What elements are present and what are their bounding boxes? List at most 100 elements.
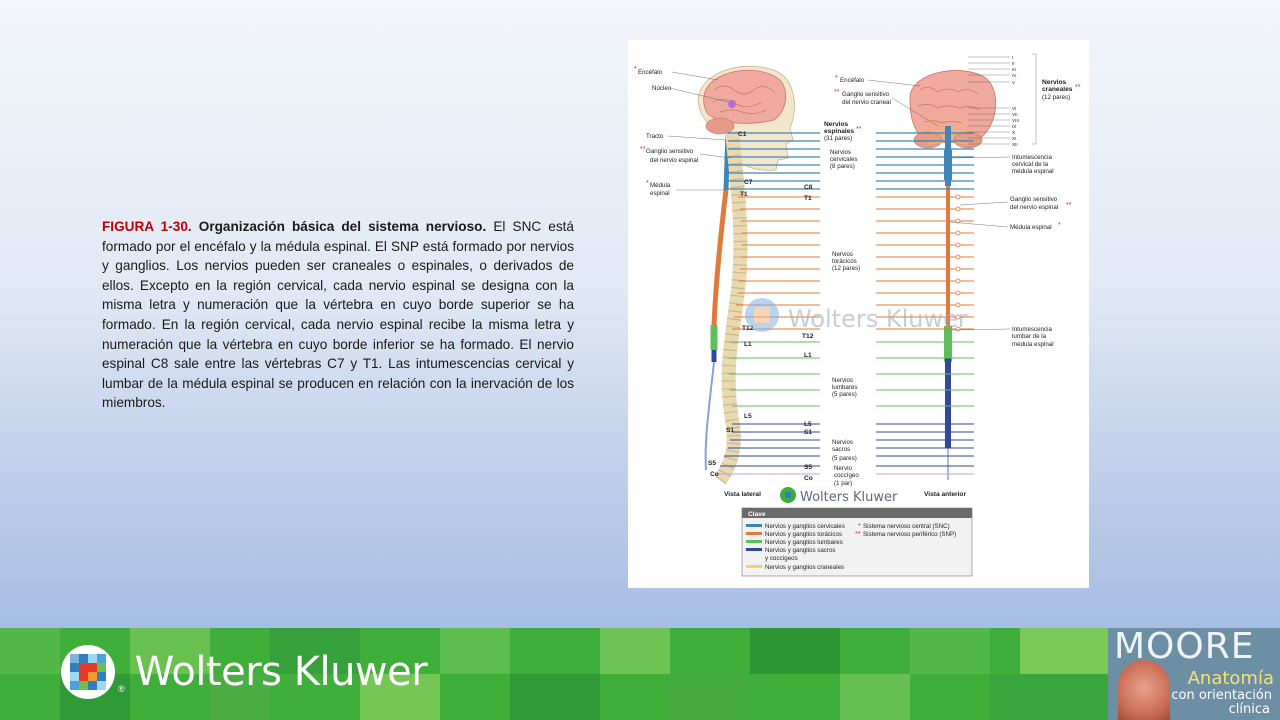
label-espinales-1: Nervios (824, 121, 849, 128)
vert-t12: T12 (742, 325, 754, 332)
vert-c7: C7 (744, 179, 753, 186)
book-subtitle-1: Anatomía (1187, 668, 1274, 689)
label-cervicales-2: cervicales (830, 156, 858, 163)
label-craneales-3: (12 pares) (1042, 94, 1070, 101)
book-subtitle-3: clínica (1228, 702, 1270, 717)
label-int-lumbar-2: lumbar de la (1012, 333, 1047, 340)
caption-body: El SNC está formado por el encéfalo y la… (102, 219, 574, 411)
vert-t12b: T12 (802, 333, 814, 340)
vert-s1: S1 (726, 427, 734, 434)
label-encefalo-left: Encéfalo (638, 69, 663, 76)
vert-t1b: T1 (804, 195, 812, 202)
label-toracicos-3: (12 pares) (832, 265, 860, 272)
vert-co: Co (710, 471, 719, 478)
svg-text:VI: VI (1012, 106, 1016, 111)
svg-text:IX: IX (1012, 124, 1016, 129)
label-lumbares-2: lumbares (832, 384, 857, 391)
svg-text:**: ** (1066, 202, 1072, 209)
svg-text:*: * (835, 75, 838, 82)
label-toracicos-2: torácicos (832, 258, 857, 265)
label-ganglio-espinal-left-2: del nervio espinal (650, 157, 698, 164)
svg-text:Nervios y ganglios lumbares: Nervios y ganglios lumbares (765, 539, 843, 546)
label-ganglio-espinal-right-1: Ganglio sensitivo (1010, 196, 1058, 203)
svg-text:Nervios y ganglios torácicos: Nervios y ganglios torácicos (765, 531, 842, 538)
label-tracto: Tracto (646, 133, 664, 140)
watermark: Wolters Kluwer (745, 298, 968, 333)
svg-text:XII: XII (1012, 142, 1018, 147)
vert-c8: C8 (804, 184, 813, 191)
svg-text:Sistema nervioso central (SNC): Sistema nervioso central (SNC) (863, 523, 950, 530)
vert-s5: S5 (708, 460, 716, 467)
svg-text:Nervios y ganglios craneales: Nervios y ganglios craneales (765, 564, 844, 571)
anterior-nerve-lines (876, 132, 974, 475)
vert-t1: T1 (740, 191, 748, 198)
vert-c1: C1 (738, 131, 747, 138)
svg-text:XI: XI (1012, 136, 1016, 141)
svg-text:Clave: Clave (748, 511, 766, 518)
label-int-lumbar-3: médula espinal (1012, 341, 1054, 348)
svg-text:**: ** (834, 89, 840, 96)
footer-band (0, 628, 1280, 720)
label-espinales-2: espinales (824, 128, 854, 135)
label-medula-left-2: espinal (650, 190, 670, 197)
svg-text:VII: VII (1012, 112, 1018, 117)
svg-text:**: ** (856, 126, 862, 133)
vert-l1b: L1 (804, 352, 812, 359)
label-craneales-1: Nervios (1042, 79, 1067, 86)
label-medula-left-1: Médula (650, 182, 671, 189)
label-ganglio-craneal-2: del nervio craneal (842, 99, 891, 106)
vert-l5b: L5 (804, 421, 812, 428)
label-craneales-2: craneales (1042, 86, 1073, 93)
label-int-cervical-1: Intumescencia (1012, 154, 1052, 161)
label-cervicales-1: Nervios (830, 149, 851, 156)
label-espinales-3: (31 pares) (824, 135, 852, 142)
label-nucleo: Núcleo (652, 85, 672, 92)
svg-text:*: * (634, 66, 637, 73)
label-sacros-3: (5 pares) (832, 455, 857, 462)
brand-name: Wolters Kluwer (134, 649, 428, 695)
label-coccigeo-1: Nervio (834, 465, 852, 472)
figure-caption: FIGURA 1-30. Organización básica del sis… (102, 217, 574, 413)
label-lumbares-1: Nervios (832, 377, 853, 384)
nervous-system-illustration: Encéfalo * Núcleo Tracto Ganglio sensiti… (634, 53, 1081, 577)
svg-text:Wolters Kluwer: Wolters Kluwer (788, 305, 968, 333)
nervous-system-figure: Encéfalo * Núcleo Tracto Ganglio sensiti… (628, 40, 1089, 588)
label-cervicales-3: (8 pares) (830, 163, 855, 170)
label-coccigeo-3: (1 par) (834, 480, 852, 487)
book-subtitle-2: con orientación (1171, 688, 1272, 703)
svg-text:**: ** (640, 146, 646, 153)
label-coccigeo-2: coccígeo (834, 472, 859, 479)
watermark-small: Wolters Kluwer (780, 487, 898, 505)
legend-key: Clave Nervios y ganglios cervicales Nerv… (741, 507, 973, 577)
svg-text:III: III (1012, 67, 1016, 72)
svg-text:Nervios y ganglios sacros: Nervios y ganglios sacros (765, 547, 836, 554)
anatomy-face-image (1118, 660, 1170, 720)
label-int-lumbar-1: Intumescencia (1012, 326, 1052, 333)
cranial-nerve-numerals: I II III IV V VI VII VIII IX X XI XII (968, 53, 1037, 147)
label-int-cervical-3: médula espinal (1012, 168, 1054, 175)
svg-text:I: I (1012, 55, 1013, 60)
vertebral-column-lateral (714, 131, 748, 485)
svg-text:*: * (858, 523, 861, 530)
label-sacros-2: sacros (832, 446, 850, 453)
wolters-kluwer-logo-icon (61, 645, 115, 699)
label-ganglio-espinal-left-1: Ganglio sensitivo (646, 148, 694, 155)
svg-text:*: * (1058, 222, 1061, 229)
svg-text:VIII: VIII (1012, 118, 1019, 123)
figure-title: Organización básica del sistema nervioso… (198, 219, 487, 234)
svg-text:IV: IV (1012, 73, 1017, 78)
vert-l1: L1 (744, 341, 752, 348)
figure-label: FIGURA 1-30. (102, 219, 192, 234)
label-sacros-1: Nervios (832, 439, 853, 446)
label-ganglio-craneal-1: Ganglio sensitivo (842, 91, 890, 98)
label-toracicos-1: Nervios (832, 251, 853, 258)
label-int-cervical-2: cervical de la (1012, 161, 1049, 168)
svg-text:**: ** (1075, 84, 1081, 91)
vert-s1b: S1 (804, 429, 812, 436)
svg-text:X: X (1012, 130, 1015, 135)
book-logo: MOORE Anatomía con orientación clínica (1108, 628, 1280, 720)
label-vista-anterior: Vista anterior (924, 491, 966, 498)
svg-text:Sistema nervioso periférico (S: Sistema nervioso periférico (SNP) (863, 531, 956, 538)
label-encefalo-right: Encéfalo (840, 77, 865, 84)
label-medula-right: Médula espinal (1010, 224, 1052, 231)
